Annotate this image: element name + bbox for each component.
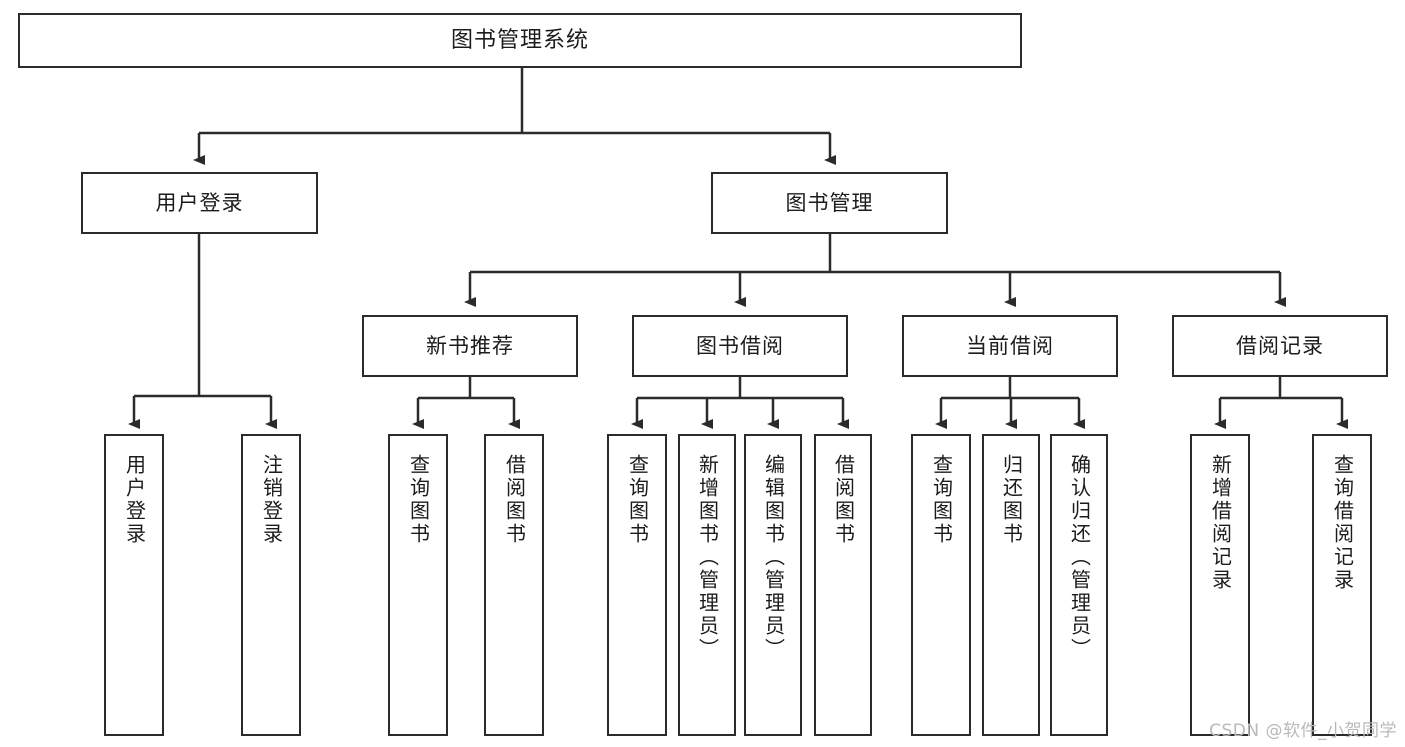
node-book-borrowing[interactable]: 图书借阅 [632,315,848,377]
leaf-book-borrow-query-books[interactable]: 查询图书 [607,434,667,736]
node-label: 新书推荐 [426,333,514,358]
node-label: 新增借阅记录 [1208,454,1233,592]
leaf-user-login-logout[interactable]: 注销登录 [241,434,301,736]
node-new-book-recommendation[interactable]: 新书推荐 [362,315,578,377]
node-label: 查询图书 [625,454,650,546]
node-label: 图书管理 [785,190,874,215]
node-label: 图书管理系统 [450,27,589,53]
leaf-current-borrow-query-books[interactable]: 查询图书 [911,434,971,736]
node-label: 当前借阅 [966,333,1054,358]
node-label: 借阅图书 [831,454,856,546]
leaf-book-borrow-borrow-books[interactable]: 借阅图书 [814,434,872,736]
node-label: 借阅记录 [1236,333,1324,358]
leaf-new-book-query-books[interactable]: 查询图书 [388,434,448,736]
leaf-user-login-login[interactable]: 用户登录 [104,434,164,736]
node-user-login[interactable]: 用户登录 [81,172,318,234]
node-label: 编辑图书（管理员） [761,454,786,661]
leaf-borrow-record-add-record[interactable]: 新增借阅记录 [1190,434,1250,736]
node-label: 新增图书（管理员） [695,454,720,661]
node-label: 注销登录 [259,454,284,546]
leaf-current-borrow-confirm-return-admin[interactable]: 确认归还（管理员） [1050,434,1108,736]
node-book-management[interactable]: 图书管理 [711,172,948,234]
node-label: 确认归还（管理员） [1067,454,1092,661]
leaf-current-borrow-return-books[interactable]: 归还图书 [982,434,1040,736]
node-label: 用户登录 [155,190,244,215]
node-label: 借阅图书 [502,454,527,546]
node-label: 查询借阅记录 [1330,454,1355,592]
leaf-book-borrow-add-book-admin[interactable]: 新增图书（管理员） [678,434,736,736]
node-label: 查询图书 [406,454,431,546]
leaf-borrow-record-query-record[interactable]: 查询借阅记录 [1312,434,1372,736]
node-label: 归还图书 [999,454,1024,546]
node-current-borrowing[interactable]: 当前借阅 [902,315,1118,377]
leaf-book-borrow-edit-book-admin[interactable]: 编辑图书（管理员） [744,434,802,736]
node-label: 查询图书 [929,454,954,546]
watermark: CSDN @软件_小贺同学 [1209,721,1397,741]
node-label: 图书借阅 [696,333,784,358]
leaf-new-book-borrow-books[interactable]: 借阅图书 [484,434,544,736]
node-label: 用户登录 [122,454,147,546]
node-borrow-records[interactable]: 借阅记录 [1172,315,1388,377]
node-root-book-management-system[interactable]: 图书管理系统 [18,13,1022,68]
